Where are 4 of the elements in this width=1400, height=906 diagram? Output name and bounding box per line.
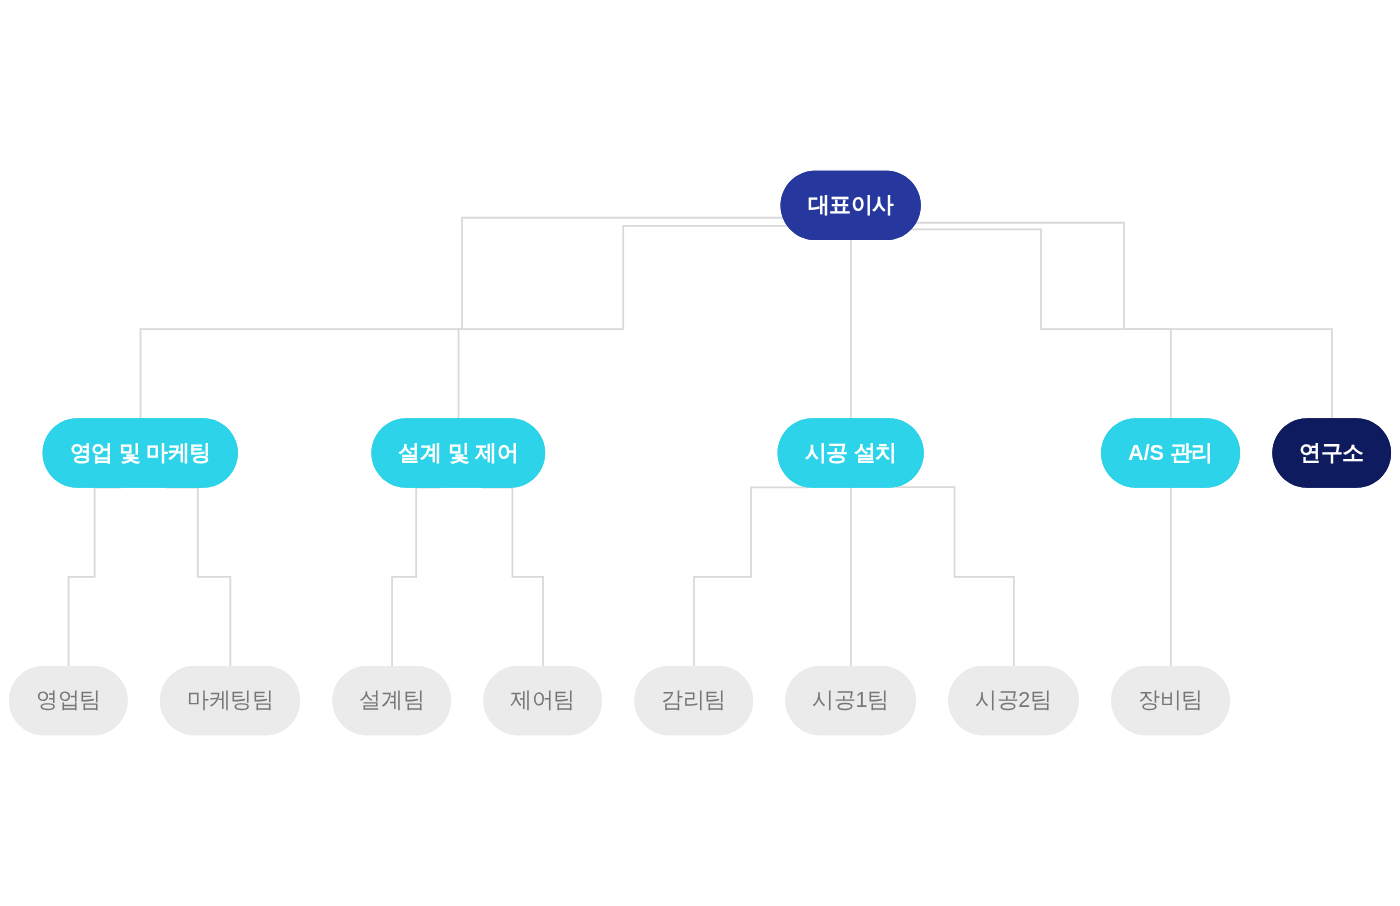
connector [894,486,1016,668]
connector [693,486,810,668]
connector [850,486,853,668]
connector [1169,486,1173,668]
